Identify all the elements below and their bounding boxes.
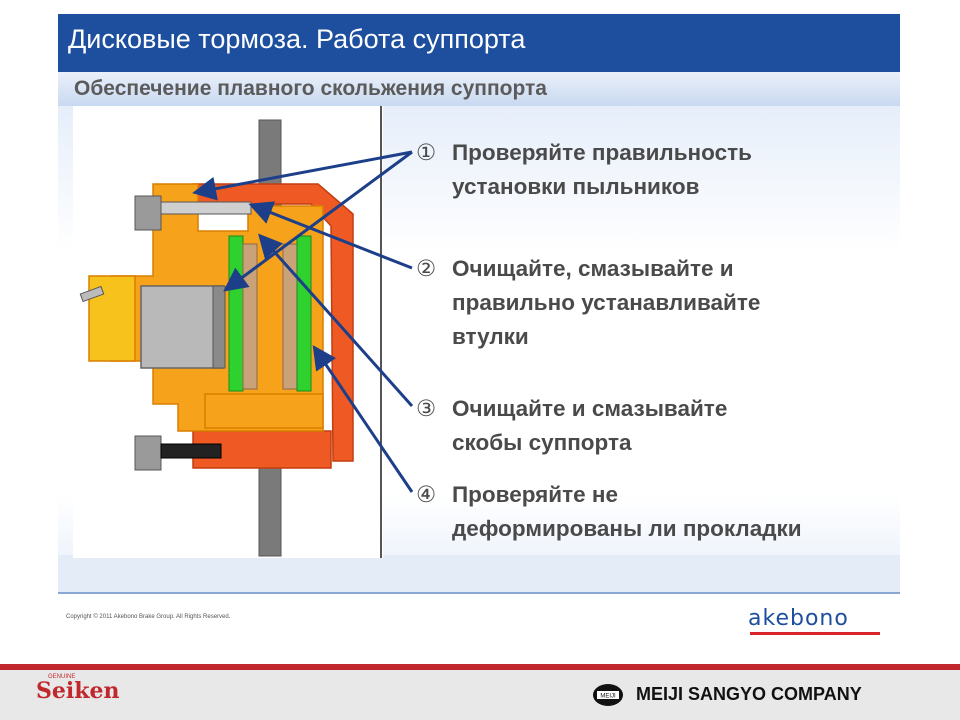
caliper-diagram-icon [73,106,383,558]
callout-1: ① Проверяйте правильность установки пыльн… [416,136,752,204]
company-name: MEIJI SANGYO COMPANY [636,684,862,704]
callout-line: Проверяйте правильность [452,140,752,165]
piston-seal [212,285,226,369]
content-bottom-band [58,555,900,592]
akebono-logo-icon: akebono [748,606,880,635]
meiji-logo-text: MEIJI [600,694,616,700]
bolt-upper [134,195,162,231]
callout-line: втулки [452,324,529,349]
callout-number: ④ [416,482,437,507]
callout-number: ① [416,140,437,165]
bolt-lower [134,435,162,471]
seiken-logo-text: Seiken [36,678,120,704]
callout-line: Очищайте и смазывайте [452,396,728,421]
bleeder-screw [79,285,105,303]
arrow-4 [312,345,414,493]
callout-2: ② Очищайте, смазывайте и правильно устана… [416,252,760,354]
pad-backplate-outer [296,235,312,392]
seiken-small-text: GENUINE [48,674,76,680]
arrow-3 [258,233,414,407]
callout-line: Очищайте, смазывайте и [452,256,734,281]
arrow-1a [192,150,413,201]
subtitle-bar: Обеспечение плавного скольжения суппорта [58,72,900,106]
seiken-logo-icon: GENUINE Seiken [36,674,120,704]
caliper-bottom [204,393,324,429]
footer-red-line [0,664,960,670]
footer-band [0,670,960,720]
arrow-2 [248,201,413,270]
title-bar: Дисковые тормоза. Работа суппорта [58,14,900,72]
akebono-logo-text: akebono [748,606,849,631]
callout-line: скобы суппорта [452,430,632,455]
callout-line: Проверяйте не [452,482,619,507]
arrow-1b [223,150,413,292]
callout-line: деформированы ли прокладки [452,516,802,541]
page-title: Дисковые тормоза. Работа суппорта [68,24,526,54]
slide-pin-lower [160,443,222,459]
page-subtitle: Обеспечение плавного скольжения суппорта [74,77,547,100]
copyright-text: Copyright © 2011 Akebono Brake Group. Al… [66,614,231,620]
callout-line: установки пыльников [452,174,700,199]
piston [140,285,224,369]
akebono-logo-bar [750,632,880,635]
meiji-logo-icon: MEIJI [593,684,623,706]
callout-number: ② [416,256,437,281]
callout-3: ③ Очищайте и смазывайте скобы суппорта [416,392,727,460]
callout-number: ③ [416,396,437,421]
footer-divider [58,592,900,594]
callout-line: правильно устанавливайте [452,290,761,315]
callout-4: ④ Проверяйте не деформированы ли прокладк… [416,478,802,546]
